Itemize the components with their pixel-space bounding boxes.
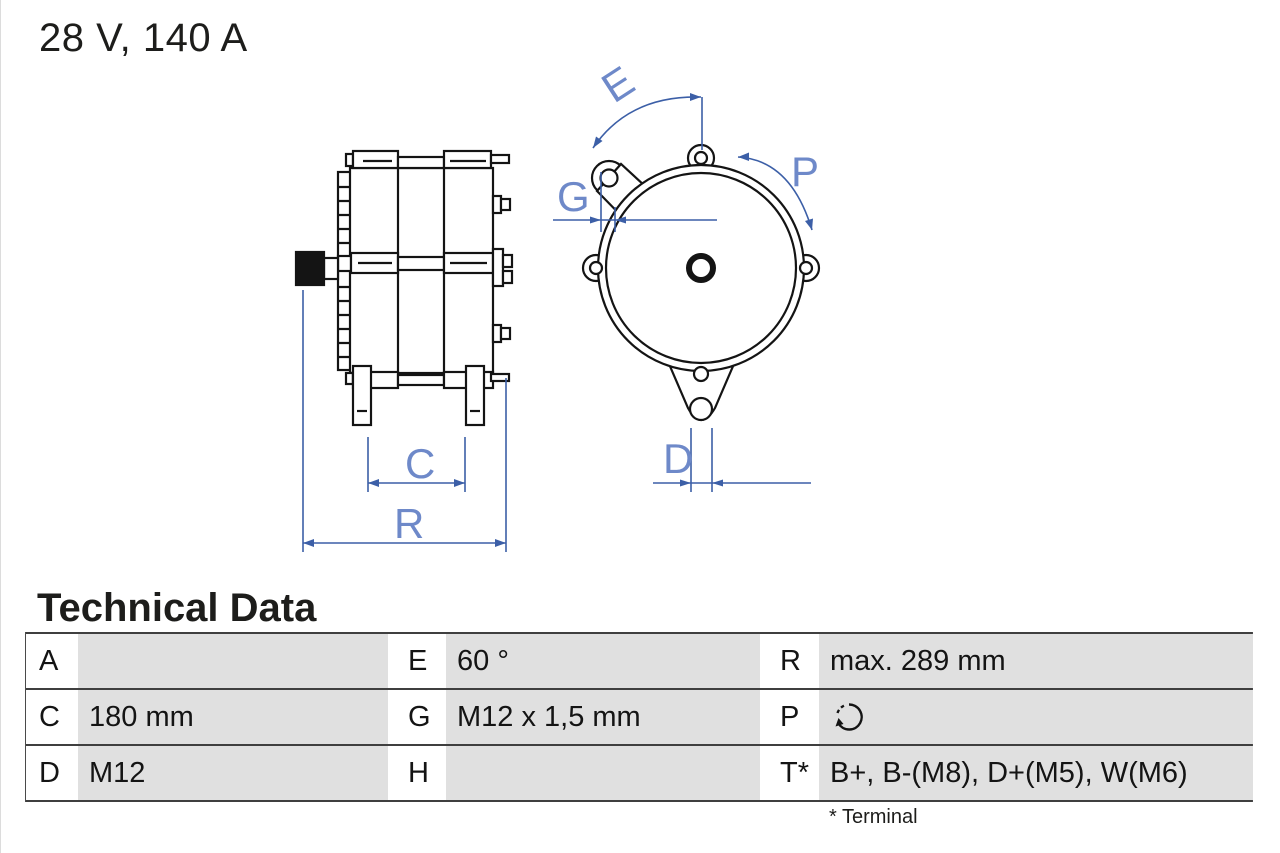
table-value-cell-e: 60 °	[446, 634, 760, 688]
table-value-cell-h	[446, 746, 760, 800]
table-value-cell-c: 180 mm	[78, 690, 388, 744]
table-value-cell-t: B+, B-(M8), D+(M5), W(M6)	[819, 746, 1253, 800]
terminal-footnote: * Terminal	[829, 806, 918, 828]
dim-label-g: G	[557, 173, 590, 220]
dimension-lines	[302, 96, 813, 552]
table-value-cell-g: M12 x 1,5 mm	[446, 690, 760, 744]
dim-label-e: E	[593, 57, 642, 112]
table-key-cell-t: T*	[760, 746, 819, 800]
table-row: C 180 mm G M12 x 1,5 mm P	[26, 688, 1253, 744]
table-value-cell-a	[78, 634, 388, 688]
table-key-cell-g: G	[388, 690, 446, 744]
side-view	[294, 149, 514, 427]
dim-label-p: P	[791, 148, 819, 195]
page-title: 28 V, 140 A	[39, 16, 248, 60]
dimension-labels: E G P D C R	[394, 57, 819, 547]
table-key-cell-a: A	[26, 634, 78, 688]
table-key-cell-e: E	[388, 634, 446, 688]
table-row: D M12 H T* B+, B-(M8), D+(M5), W(M6)	[26, 744, 1253, 802]
dim-label-d: D	[663, 435, 693, 482]
table-value-cell-d: M12	[78, 746, 388, 800]
table-row: A E 60 ° R max. 289 mm	[26, 632, 1253, 688]
table-key-cell-h: H	[388, 746, 446, 800]
table-key-cell-r: R	[760, 634, 819, 688]
table-value-cell-p	[819, 690, 1253, 744]
threaded-shaft	[294, 250, 326, 287]
table-key-cell-p: P	[760, 690, 819, 744]
technical-data-table: A E 60 ° R max. 289 mm C 180 mm G M12 x …	[25, 632, 1253, 802]
alternator-drawing: E G P D C R	[294, 57, 821, 552]
front-view	[581, 143, 821, 422]
shaft-center	[686, 253, 716, 283]
dimension-arrowheads	[303, 93, 813, 547]
dim-label-r: R	[394, 500, 424, 547]
table-value-cell-r: max. 289 mm	[819, 634, 1253, 688]
table-key-cell-c: C	[26, 690, 78, 744]
dim-label-c: C	[405, 440, 435, 487]
rotation-clockwise-icon	[835, 703, 863, 731]
technical-data-heading: Technical Data	[37, 586, 317, 630]
table-key-cell-d: D	[26, 746, 78, 800]
